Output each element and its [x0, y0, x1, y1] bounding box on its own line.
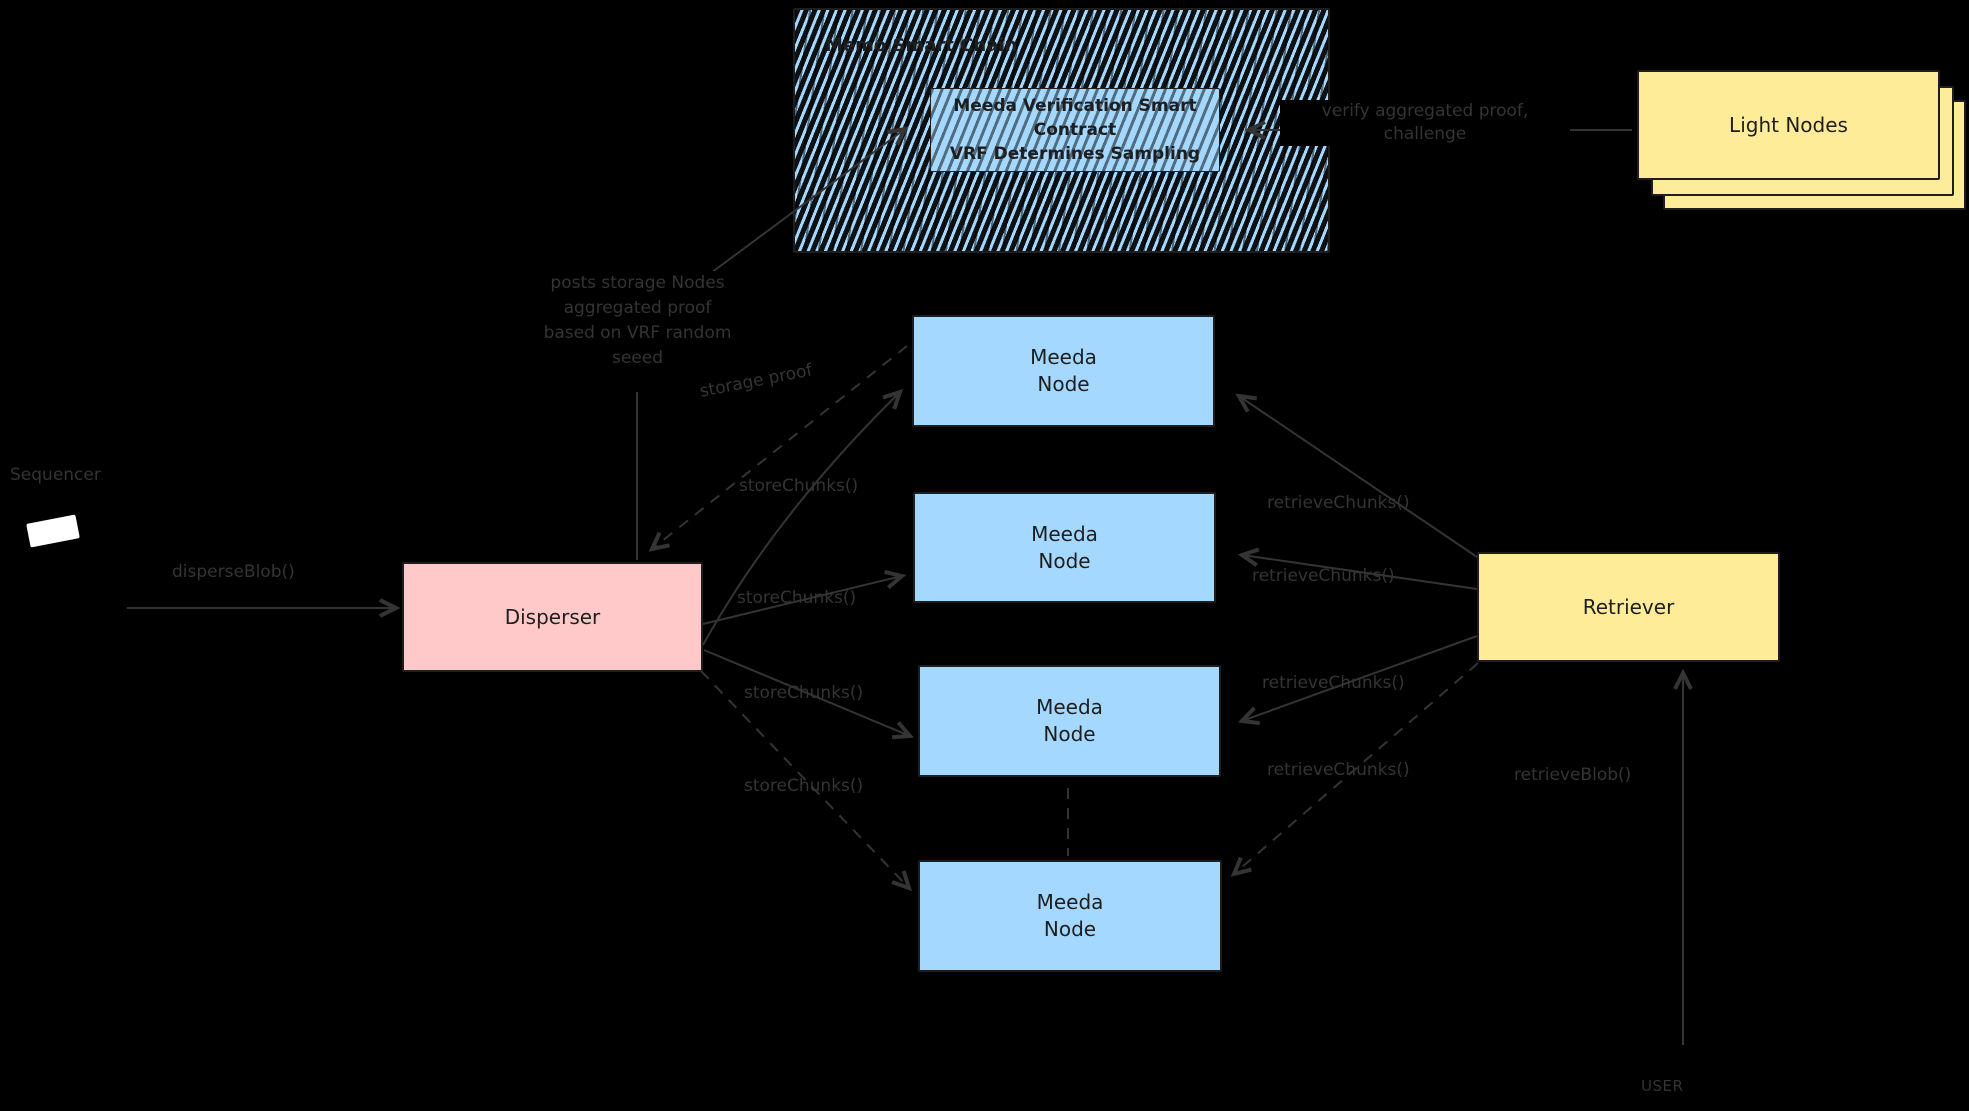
- edge-retrieve-chunks-3: [1242, 635, 1478, 721]
- retriever-box: Retriever: [1477, 552, 1780, 662]
- verification-contract-box: Meeda Verification Smart Contract VRF De…: [930, 88, 1220, 172]
- disperser-box: Disperser: [402, 562, 703, 672]
- store-chunks-label-3: storeChunks(): [744, 683, 864, 703]
- retriever-label: Retriever: [1582, 594, 1675, 619]
- edge-store-chunks-1: [702, 392, 900, 646]
- store-chunks-label-4: storeChunks(): [744, 776, 864, 796]
- light-nodes-label: Light Nodes: [1729, 112, 1848, 137]
- retrieve-chunks-label-4: retrieveChunks(): [1267, 760, 1410, 780]
- meeda-node-label: Meeda: [1036, 695, 1103, 719]
- meeda-node-label: Node: [1038, 548, 1091, 573]
- meeda-node-label: Node: [1043, 722, 1096, 746]
- smart-chain-box: Memo Smart Chain Meeda Verification Smar…: [793, 8, 1330, 253]
- edge-posts-proof-upper: [687, 129, 905, 291]
- disperser-label: Disperser: [504, 604, 601, 629]
- meeda-node-label: Meeda: [1036, 890, 1104, 914]
- store-chunks-label-1: storeChunks(): [739, 476, 859, 496]
- edge-store-chunks-4: [700, 670, 909, 888]
- retrieve-blob-label: retrieveBlob(): [1514, 765, 1632, 785]
- retrieve-chunks-label-1: retrieveChunks(): [1267, 493, 1410, 513]
- retrieve-chunks-label-3: retrieveChunks(): [1262, 673, 1405, 693]
- verify-proof-label: verify aggregated proof, challenge: [1280, 100, 1570, 146]
- light-nodes-box: Light Nodes: [1637, 70, 1940, 180]
- meeda-node-label: Node: [1037, 372, 1090, 396]
- retrieve-chunks-label-2: retrieveChunks(): [1252, 566, 1395, 586]
- meeda-node-box-1: Meeda Node: [912, 315, 1215, 427]
- meeda-node-box-3: Meeda Node: [918, 665, 1221, 777]
- edge-retrieve-chunks-4: [1234, 662, 1479, 874]
- meeda-node-label: Meeda: [1031, 521, 1098, 546]
- contract-label-line: VRF Determines Sampling: [949, 144, 1201, 164]
- contract-label-line: Contract: [1033, 120, 1117, 140]
- edge-store-chunks-3: [703, 649, 910, 736]
- contract-label-line: Meeda Verification Smart: [953, 96, 1197, 116]
- edge-store-chunks-2: [702, 576, 902, 625]
- sequencer-label: Sequencer: [10, 465, 101, 485]
- smart-chain-title: Memo Smart Chain: [825, 35, 1018, 56]
- edge-retrieve-chunks-1: [1239, 396, 1478, 558]
- meeda-node-box-2: Meeda Node: [913, 492, 1216, 603]
- edge-storage-proof: [652, 345, 908, 549]
- disperse-blob-label: disperseBlob(): [172, 562, 295, 582]
- store-chunks-label-2: storeChunks(): [737, 588, 857, 608]
- user-label: USER: [1641, 1077, 1684, 1095]
- meeda-node-label: Node: [1043, 917, 1097, 941]
- meeda-node-box-4: Meeda Node: [918, 860, 1222, 972]
- meeda-node-label: Meeda: [1030, 345, 1097, 369]
- edge-retrieve-chunks-2: [1242, 555, 1478, 590]
- posts-proof-label: posts storage Nodes aggregated proof bas…: [505, 271, 770, 371]
